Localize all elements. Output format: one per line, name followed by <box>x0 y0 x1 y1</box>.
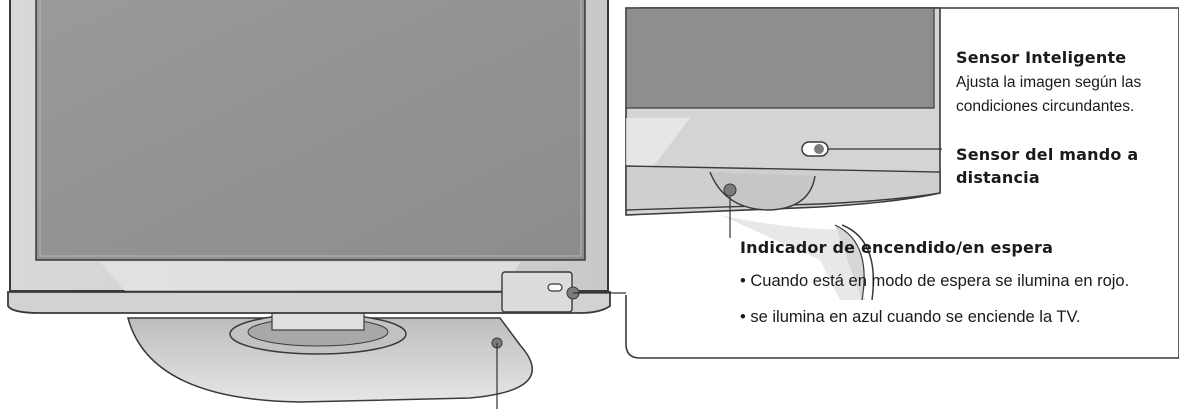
smart-sensor-desc-line1: Ajusta la imagen según las <box>956 74 1142 91</box>
remote-sensor-title-line1: Sensor del mando a <box>956 145 1139 164</box>
remote-sensor-title-line2: distancia <box>956 168 1040 187</box>
tv-bottom-bar <box>7 291 611 314</box>
zoom-screen <box>625 7 935 109</box>
power-indicator-title: Indicador de encendido/en espera <box>740 238 1054 257</box>
tv-stand-base <box>127 317 533 403</box>
zoom-stand-edge <box>841 224 875 301</box>
tv-front-view <box>7 0 628 409</box>
tv-screen <box>35 0 586 261</box>
power-indicator-bullet-on: • se ilumina en azul cuando se enciende … <box>740 308 1081 326</box>
zoom-power-housing <box>709 171 816 211</box>
tv-control-panel <box>501 271 573 313</box>
smart-sensor-title: Sensor Inteligente <box>956 48 1127 67</box>
zoomed-detail-panel <box>625 7 1179 359</box>
tv-remote-sensor-window <box>547 283 563 292</box>
power-indicator-bullet-standby: • Cuando está en modo de espera se ilumi… <box>740 272 1130 290</box>
zoom-power-indicator <box>723 183 737 197</box>
smart-sensor-desc-line2: condiciones circundantes. <box>956 98 1135 115</box>
